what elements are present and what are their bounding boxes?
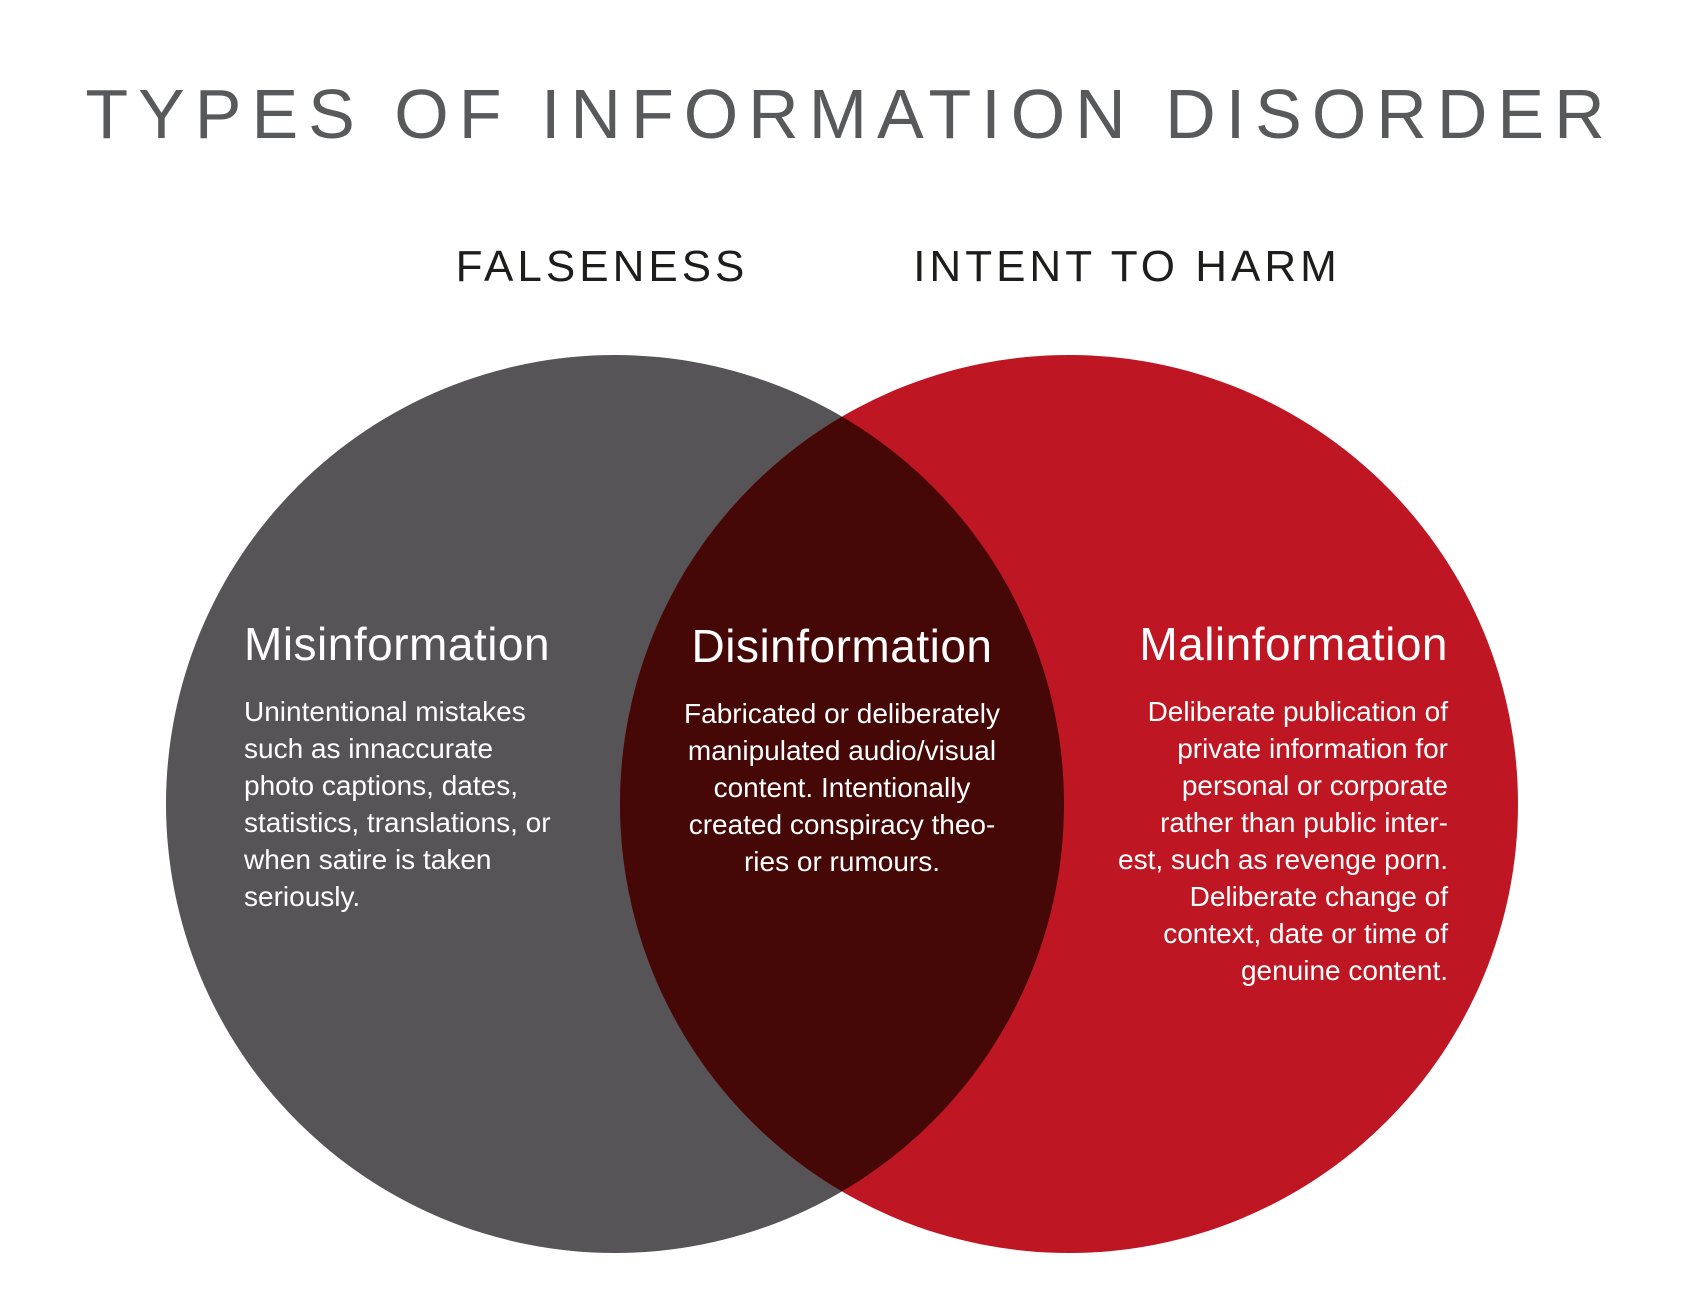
misinformation-region: Misinformation Unintentional mistakes su… bbox=[244, 618, 584, 915]
page-title: TYPES OF INFORMATION DISORDER bbox=[85, 75, 1615, 153]
misinformation-body: Unintentional mistakes such as innaccura… bbox=[244, 695, 551, 912]
disinformation-region: Disinformation Fabricated or deliberatel… bbox=[622, 620, 1062, 880]
disinformation-heading: Disinformation bbox=[691, 620, 993, 672]
overlap-region bbox=[620, 355, 1064, 1253]
disinformation-body: Fabricated or deliberately manipulated a… bbox=[684, 697, 1000, 877]
malinformation-region: Malinformation Deliberate publication of… bbox=[1018, 618, 1448, 989]
intent-to-harm-label: INTENT TO HARM bbox=[913, 242, 1341, 291]
malinformation-heading: Malinformation bbox=[1139, 618, 1448, 670]
misinformation-heading: Misinformation bbox=[244, 618, 551, 670]
malinformation-body: Deliberate publication of private inform… bbox=[1118, 695, 1448, 986]
falseness-label: FALSENESS bbox=[455, 242, 749, 291]
